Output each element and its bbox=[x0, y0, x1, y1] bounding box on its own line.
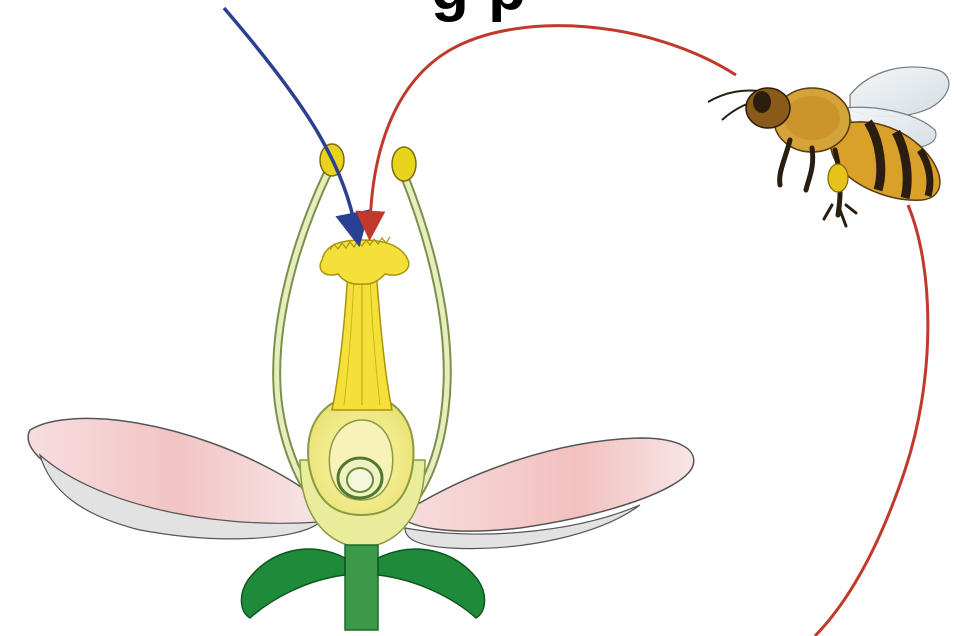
cross-pollination-return-line bbox=[815, 205, 928, 636]
left-sepal bbox=[241, 549, 345, 618]
stem bbox=[345, 545, 378, 630]
stigma bbox=[320, 240, 409, 284]
left-petal bbox=[28, 418, 324, 538]
right-sepal bbox=[378, 549, 485, 618]
right-anther bbox=[392, 147, 416, 181]
bee-icon bbox=[708, 67, 949, 226]
cross-pollination-arrow bbox=[370, 26, 736, 226]
ovary bbox=[308, 395, 413, 515]
self-pollination-arrow bbox=[224, 8, 356, 230]
flower bbox=[28, 144, 694, 630]
pollen-basket bbox=[828, 164, 848, 192]
right-petal bbox=[400, 438, 694, 549]
pistil bbox=[320, 237, 409, 410]
